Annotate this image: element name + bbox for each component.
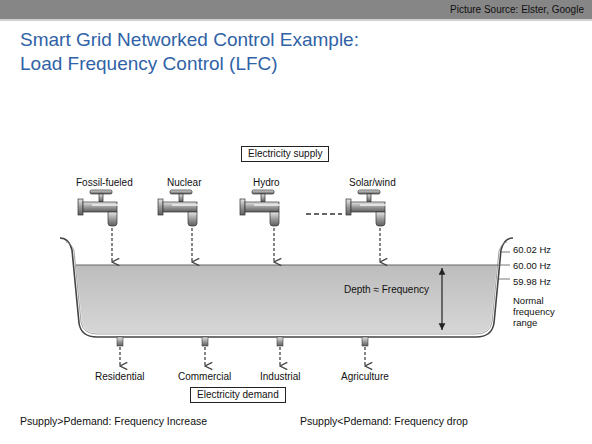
drain-pipe — [277, 337, 283, 346]
demand-stream — [279, 347, 280, 366]
faucet-symbol — [240, 190, 280, 226]
source-note: Picture Source: Elster, Google — [450, 4, 584, 16]
supply-label: Nuclear — [167, 177, 201, 189]
drain-pipe — [117, 337, 123, 346]
level-tick — [497, 265, 510, 266]
more-sources-dashes — [306, 213, 342, 215]
water — [76, 265, 497, 333]
faucet-symbol — [346, 190, 386, 226]
header-rule — [0, 19, 592, 21]
depth-arrow — [441, 268, 442, 330]
label-box: Electricity supply — [241, 146, 329, 162]
supply-label: Solar/wind — [349, 177, 396, 189]
water-surface — [76, 265, 497, 266]
header-bar — [0, 0, 592, 19]
range-label: Normal frequency range — [513, 296, 573, 329]
drain-pipe — [362, 337, 368, 346]
frequency-level: 59.98 Hz — [513, 277, 551, 288]
frequency-level: 60.00 Hz — [513, 261, 551, 272]
slide-title: Smart Grid Networked Control Example: Lo… — [20, 28, 388, 76]
level-tick — [500, 252, 510, 253]
condition-note: Psupply<Pdemand: Frequency drop — [300, 415, 468, 427]
supply-label: Hydro — [253, 177, 280, 189]
tub-outline — [60, 238, 513, 337]
tub-inner — [66, 242, 507, 334]
level-tick — [498, 279, 510, 280]
demand-label: Industrial — [260, 371, 301, 383]
frequency-level: 60.02 Hz — [513, 245, 551, 256]
demand-stream — [119, 347, 120, 366]
drain-pipe — [202, 337, 208, 346]
label-box: Electricity demand — [190, 387, 286, 403]
condition-note: Psupply>Pdemand: Frequency Increase — [20, 415, 207, 427]
box-text: Electricity demand — [197, 389, 279, 401]
depth-label: Depth ≈ Frequency — [344, 284, 429, 296]
supply-label: Fossil-fueled — [76, 177, 133, 189]
demand-stream — [204, 347, 205, 366]
demand-label: Agriculture — [341, 371, 389, 383]
demand-label: Residential — [95, 371, 144, 383]
supply-stream — [273, 228, 274, 262]
faucet-symbol — [78, 190, 118, 226]
supply-stream — [379, 228, 380, 262]
supply-stream — [191, 228, 192, 262]
faucet-symbol — [158, 190, 198, 226]
demand-stream — [364, 347, 365, 366]
box-text: Electricity supply — [248, 148, 322, 160]
demand-label: Commercial — [178, 371, 231, 383]
supply-stream — [111, 228, 112, 262]
